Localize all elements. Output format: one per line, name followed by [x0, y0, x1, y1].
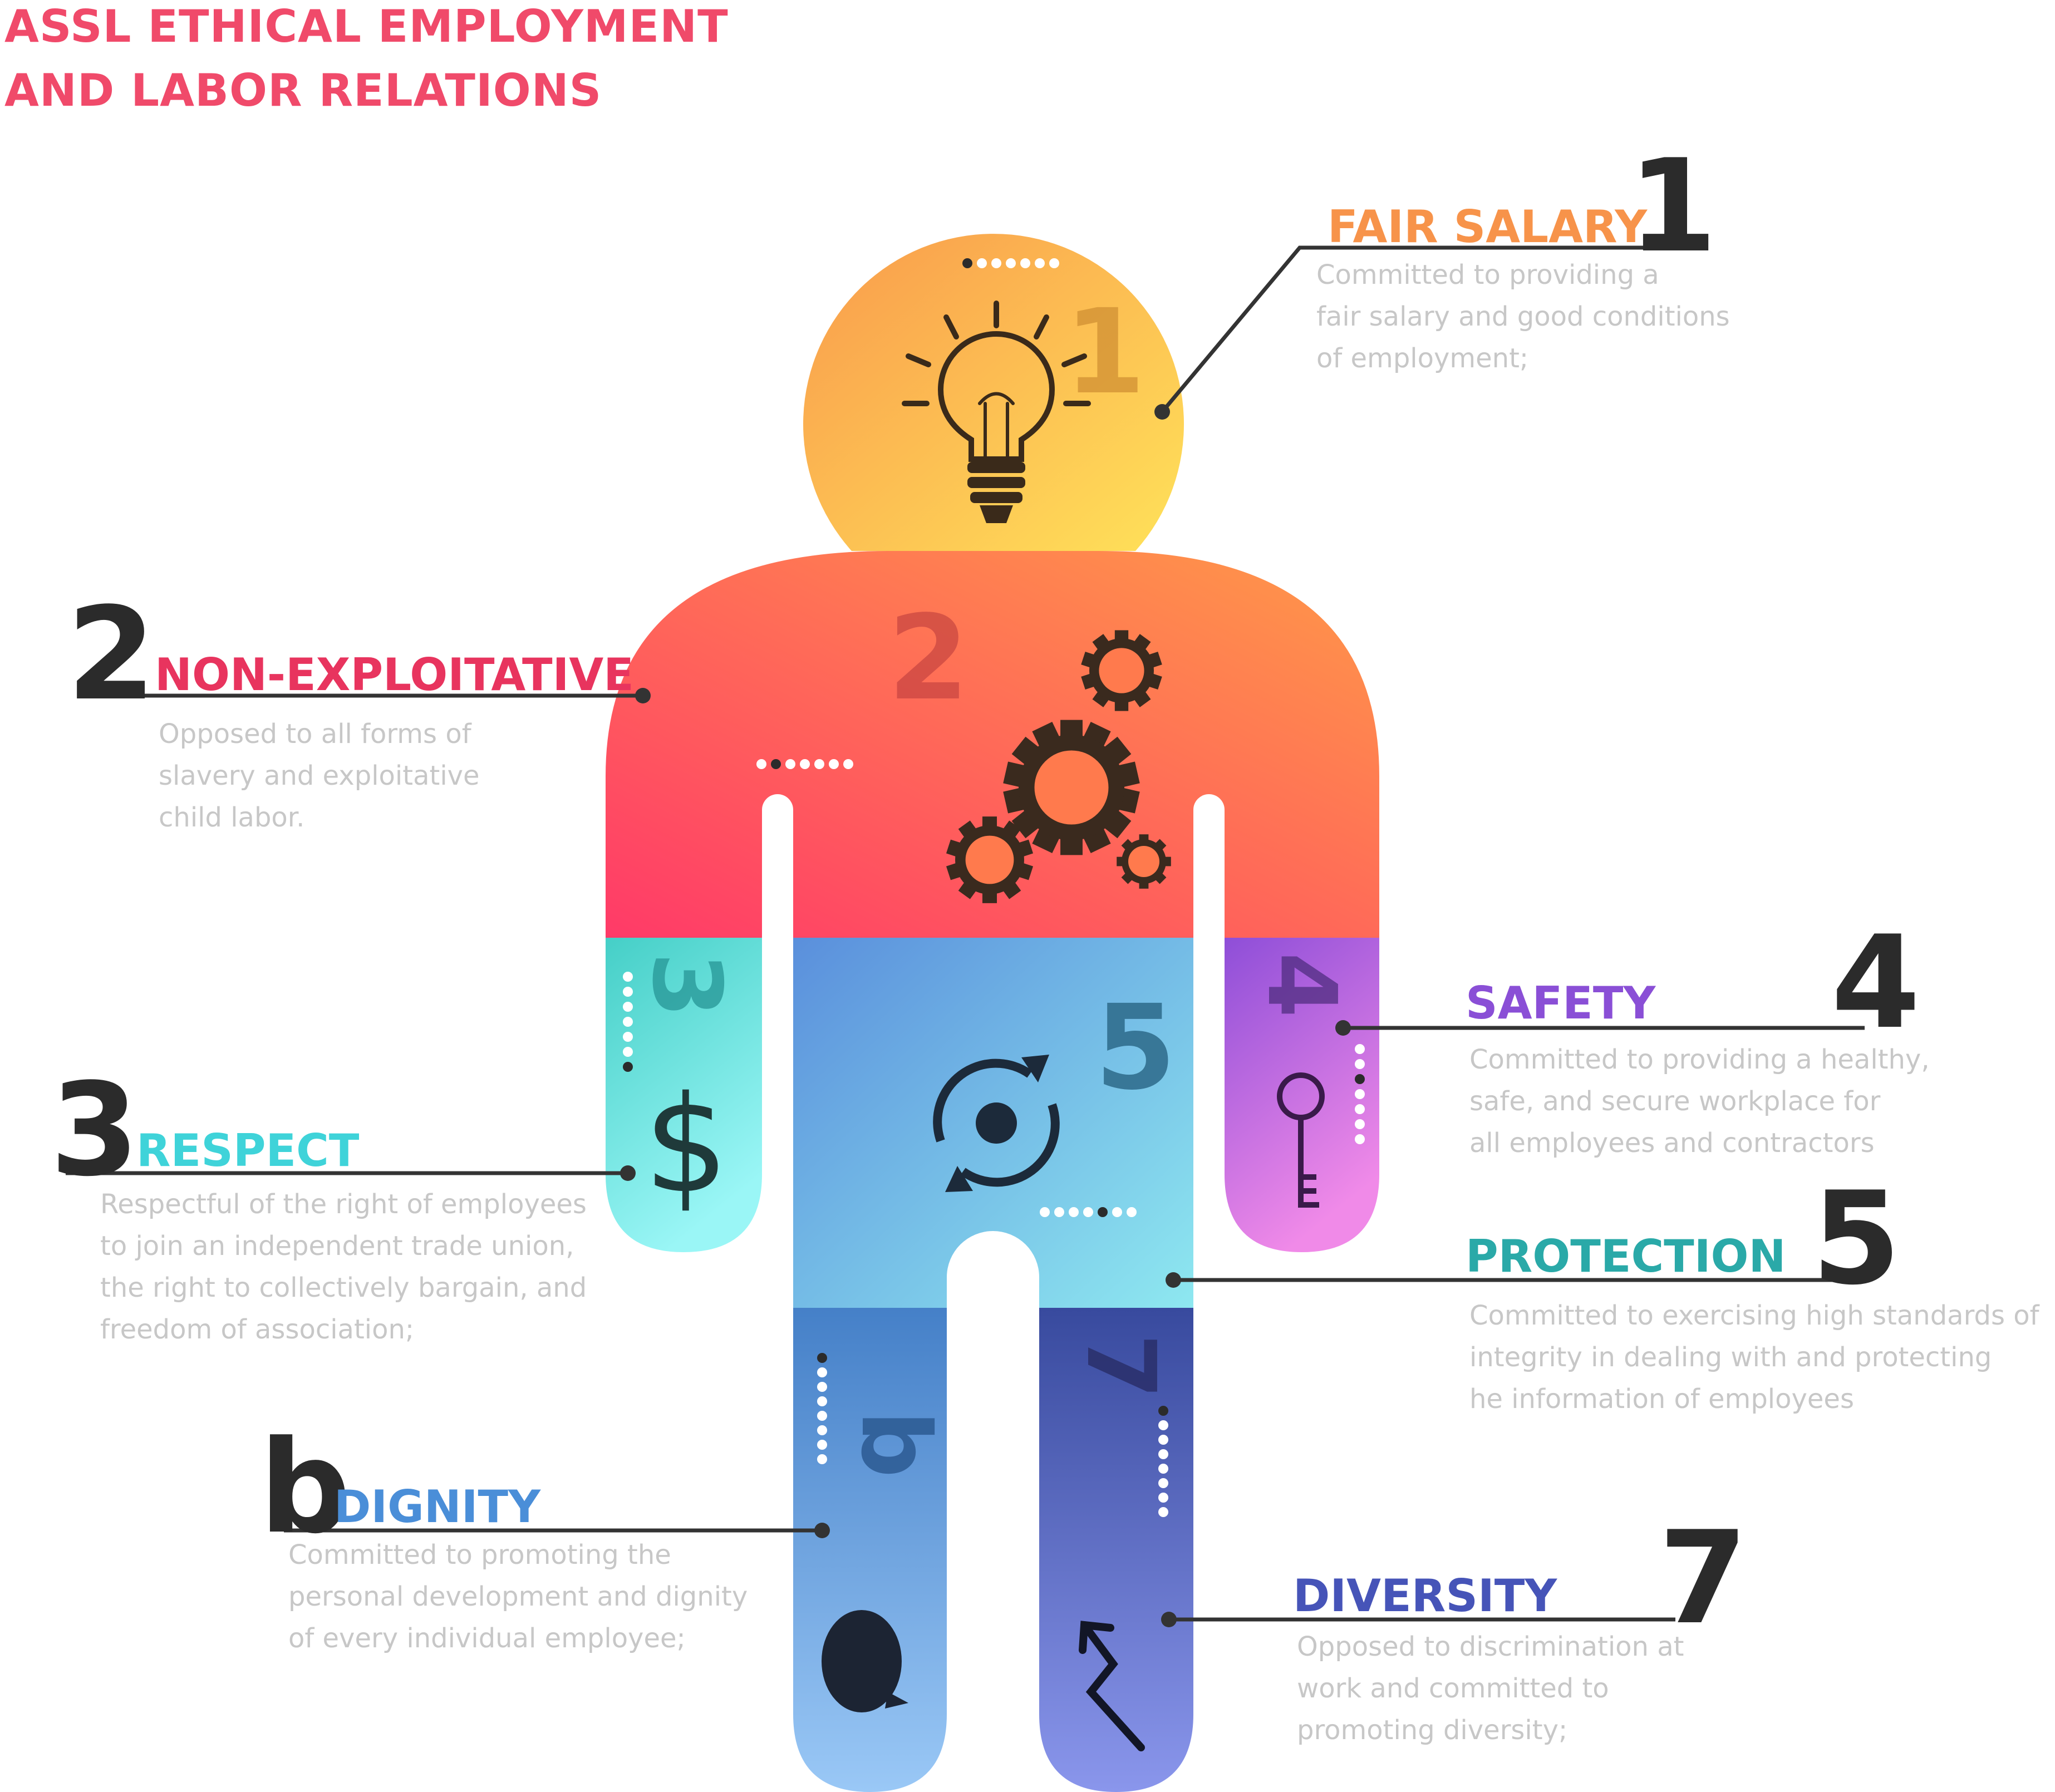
desc-fair-salary-2: fair salary and good conditions [1316, 301, 1730, 332]
title-line-2: AND LABOR RELATIONS [4, 65, 602, 116]
heading-dignity: DIGNITY [334, 1481, 541, 1533]
desc-dignity-3: of every individual employee; [288, 1623, 686, 1654]
dollar-icon: $ [644, 1067, 729, 1223]
desc-safety-1: Committed to providing a healthy, [1469, 1044, 1930, 1075]
desc-non-exploitative-3: child labor. [159, 802, 304, 833]
callout-respect: 3 RESPECT Respectful of the right of emp… [50, 1056, 636, 1345]
refresh-cycle-icon [933, 1055, 1060, 1192]
zigzag-arrow-icon [1079, 1621, 1145, 1751]
speech-bubble-icon [822, 1610, 908, 1712]
callout-non-exploitative: 2 NON-EXPLOITATIVE Opposed to all forms … [67, 580, 651, 833]
left-arm-number: 3 [631, 952, 741, 1018]
callout-number-7: 7 [1659, 1504, 1748, 1653]
callout-fair-salary: 1 FAIR SALARY Committed to providing a f… [1154, 132, 1730, 420]
desc-dignity-2: personal development and dignity [288, 1581, 748, 1612]
heading-protection: PROTECTION [1466, 1230, 1786, 1282]
title-line-1: ASSL ETHICAL EMPLOYMENT [4, 1, 729, 52]
figure-torso [606, 551, 1379, 938]
desc-dignity-1: Committed to promoting the [288, 1539, 671, 1571]
callout-safety: 4 SAFETY Committed to providing a health… [1335, 909, 1930, 1159]
desc-diversity-1: Opposed to discrimination at [1297, 1631, 1684, 1662]
desc-safety-2: safe, and secure workplace for [1469, 1086, 1881, 1117]
desc-respect-3: the right to collectively bargain, and [100, 1272, 587, 1303]
head-number: 1 [1064, 284, 1146, 420]
callout-number-1: 1 [1628, 132, 1717, 281]
key-icon [1277, 1072, 1325, 1208]
callout-number-2: 2 [67, 580, 156, 729]
callout-number-5: 5 [1812, 1165, 1901, 1313]
callout-diversity: 7 DIVERSITY Opposed to discrimination at… [1161, 1504, 1748, 1746]
gears-icon [946, 630, 1171, 903]
light-bulb-icon [902, 301, 1091, 462]
desc-fair-salary-3: of employment; [1316, 343, 1528, 374]
heading-safety: SAFETY [1466, 977, 1656, 1029]
figure-right-arm [1225, 938, 1379, 1252]
left-leg-number: b [840, 1410, 950, 1478]
callout-number-4: 4 [1831, 909, 1920, 1057]
desc-respect-2: to join an independent trade union, [100, 1230, 574, 1262]
callout-protection: 5 PROTECTION Committed to exercising hig… [1166, 1165, 2040, 1415]
callout-number-3: 3 [50, 1056, 139, 1205]
right-arm-number: 4 [1246, 952, 1356, 1018]
figure-left-arm [606, 938, 762, 1252]
callout-number-6: b [259, 1414, 351, 1562]
heading-diversity: DIVERSITY [1293, 1570, 1557, 1622]
torso-number: 2 [888, 590, 969, 726]
desc-respect-1: Respectful of the right of employees [100, 1189, 587, 1220]
heading-respect: RESPECT [136, 1125, 360, 1176]
desc-respect-4: freedom of association; [100, 1314, 414, 1345]
desc-protection-1: Committed to exercising high standards o… [1469, 1300, 2040, 1331]
hips-number: 5 [1095, 979, 1176, 1116]
desc-non-exploitative-1: Opposed to all forms of [159, 718, 472, 750]
desc-safety-3: all employees and contractors [1469, 1128, 1875, 1159]
desc-fair-salary-1: Committed to providing a [1316, 259, 1659, 291]
light-bulb-base [967, 462, 1025, 523]
figure-left-leg [793, 1308, 947, 1792]
desc-protection-2: integrity in dealing with and protecting [1469, 1342, 1992, 1373]
desc-diversity-3: promoting diversity; [1297, 1715, 1567, 1746]
desc-non-exploitative-2: slavery and exploitative [159, 760, 480, 791]
figure-right-leg [1039, 1308, 1193, 1792]
heading-non-exploitative: NON-EXPLOITATIVE [155, 649, 634, 701]
callout-dignity: b DIGNITY Committed to promoting the per… [259, 1414, 830, 1654]
desc-diversity-2: work and committed to [1297, 1673, 1609, 1704]
desc-protection-3: he information of employees [1469, 1384, 1854, 1415]
heading-fair-salary: FAIR SALARY [1328, 201, 1648, 253]
dot-leaders [623, 258, 1365, 1517]
right-leg-number: 7 [1065, 1333, 1176, 1399]
